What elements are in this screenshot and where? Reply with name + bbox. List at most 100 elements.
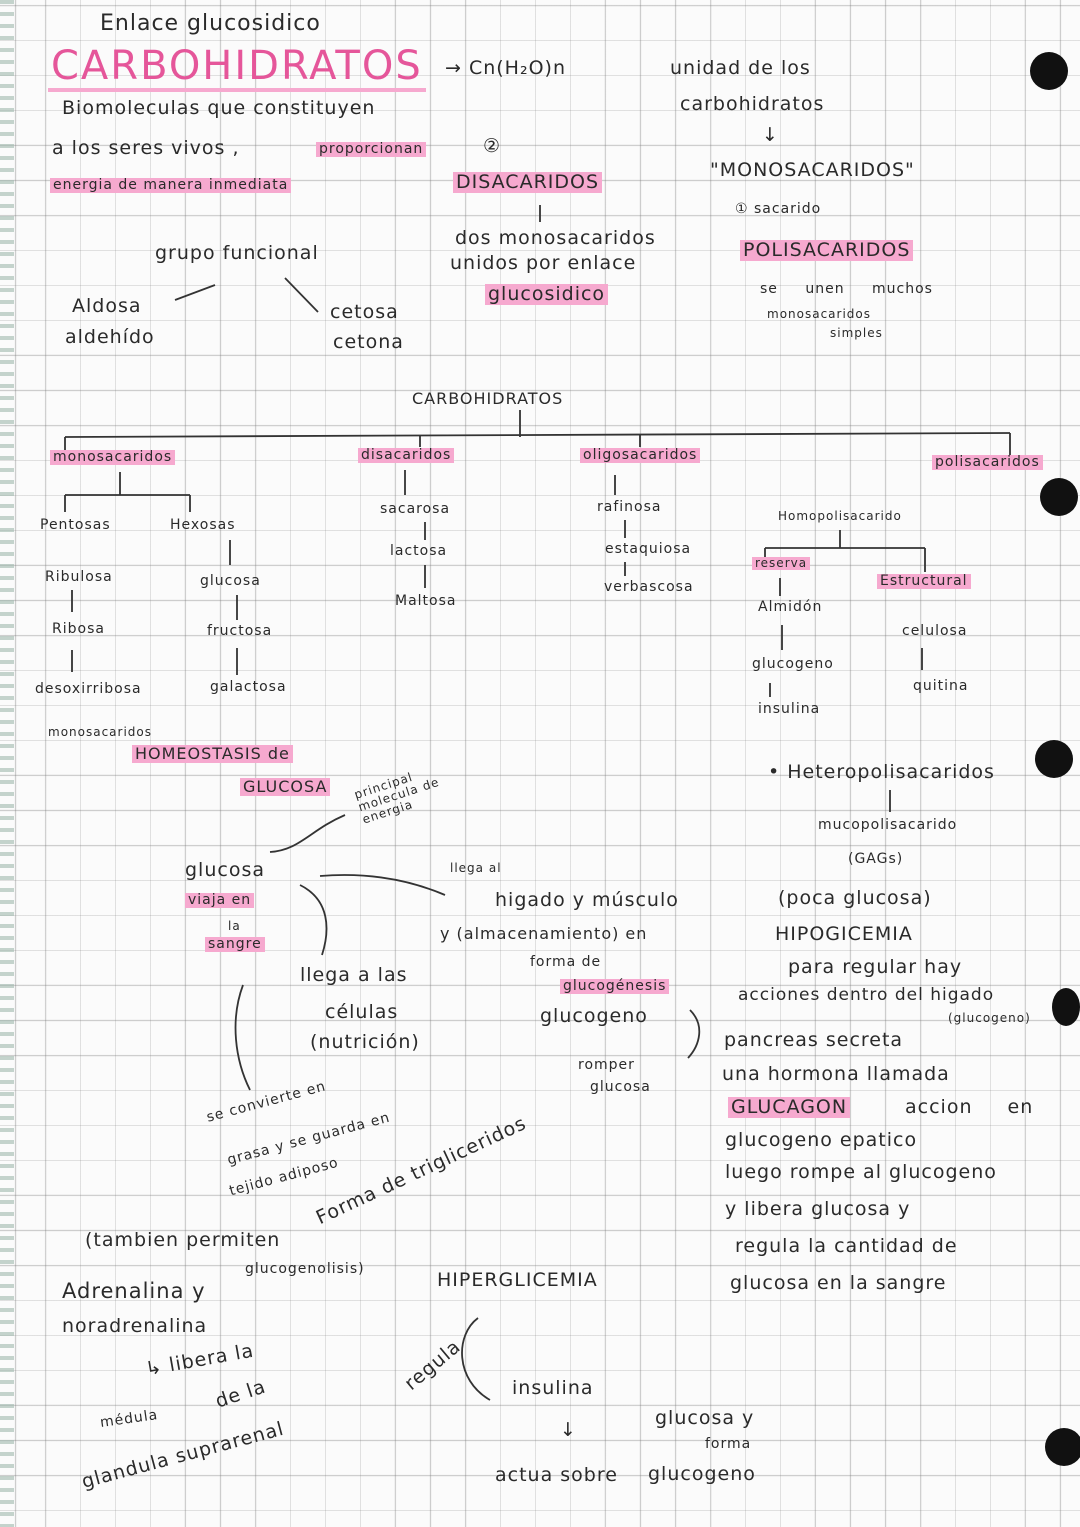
note-line: forma	[705, 1436, 752, 1452]
tree-node: glucosa	[200, 573, 261, 589]
page-title: CARBOHIDRATOS	[48, 44, 426, 92]
note-line: mucopolisacarido	[818, 817, 958, 833]
note-line: insulina	[512, 1377, 594, 1399]
note-line: (glucogeno)	[948, 1011, 1031, 1025]
note-aldosa: Aldosa	[72, 295, 142, 317]
note-line: unidad de los	[670, 57, 811, 79]
note-line: simples	[830, 326, 883, 340]
note-line: carbohidratos	[680, 93, 825, 115]
heading-enlace: Enlace glucosidico	[100, 11, 321, 36]
heading-polisacaridos: POLISACARIDOS	[740, 240, 914, 261]
note-line: regula la cantidad de	[735, 1235, 958, 1257]
note-line: se unen muchos	[760, 281, 933, 297]
note-line: dos monosacaridos	[455, 227, 656, 249]
tree-node-oligosacaridos: oligosacaridos	[580, 447, 701, 464]
note-line: llega a las	[300, 964, 408, 986]
highlight-sangre: sangre	[205, 936, 265, 953]
note-cetosa: cetosa	[330, 301, 399, 323]
highlight-proporcionan: proporcionan	[316, 141, 427, 158]
note-line: y (almacenamiento) en	[440, 924, 648, 943]
tree-node: verbascosa	[604, 579, 694, 595]
note-line: para regular hay	[788, 956, 963, 978]
arrow-down-icon: ↓	[560, 1419, 577, 1441]
note-line: luego rompe al glucogeno	[725, 1161, 997, 1183]
binder-hole	[1035, 740, 1073, 778]
note-aldehido: aldehído	[65, 326, 155, 348]
note-line: una hormona llamada	[722, 1063, 950, 1085]
note-line: pancreas secreta	[724, 1029, 904, 1051]
definition-line: a los seres vivos ,	[52, 137, 240, 159]
tree-node: lactosa	[390, 543, 448, 559]
note-line: (GAGs)	[848, 851, 904, 867]
note-line: llega al	[450, 861, 502, 875]
note-line: y libera glucosa y	[725, 1198, 911, 1220]
note-line: glucosa	[185, 859, 265, 881]
note-line: glucogeno	[540, 1005, 648, 1027]
tree-node: Hexosas	[170, 517, 236, 533]
highlight-glucogenesis: glucogénesis	[560, 978, 670, 995]
tree-node: monosacaridos	[48, 725, 153, 739]
tree-node: galactosa	[210, 679, 287, 695]
tree-node: desoxirribosa	[35, 681, 142, 697]
heading-monosacaridos: "MONOSACARIDOS"	[710, 159, 915, 181]
tree-node: Ribosa	[52, 621, 105, 637]
tree-node: celulosa	[902, 623, 968, 639]
heading-glucosa: GLUCOSA	[240, 778, 331, 796]
tree-node: Pentosas	[40, 517, 111, 533]
note-line: glucosa y	[655, 1407, 755, 1429]
note-line: (tambien permiten	[85, 1229, 281, 1251]
note-line: glucosa	[590, 1079, 651, 1095]
note-line: glucogeno	[648, 1463, 756, 1485]
tree-node-monosacaridos: monosacaridos	[50, 449, 176, 466]
tree-node: sacarosa	[380, 501, 451, 517]
tree-node-reserva: reserva	[752, 556, 811, 571]
tree-node-disacaridos: disacaridos	[358, 447, 455, 464]
note-line: • Heteropolisacaridos	[768, 761, 995, 783]
tree-node: Ribulosa	[45, 569, 113, 585]
note-line: ① sacarido	[735, 201, 822, 217]
highlight-glucosidico: glucosidico	[485, 284, 609, 305]
note-line: romper	[578, 1057, 635, 1073]
note-line: (poca glucosa)	[778, 887, 932, 909]
definition-line: Biomoleculas que constituyen	[62, 97, 376, 119]
binder-hole	[1045, 1428, 1080, 1466]
tree-node: rafinosa	[597, 499, 662, 515]
heading-hiperglicemia: HIPERGLICEMIA	[437, 1269, 598, 1291]
note-line: higado y músculo	[495, 889, 679, 911]
note-line: (nutrición)	[310, 1031, 420, 1053]
highlight-glucagon: GLUCAGON	[728, 1097, 851, 1118]
note-line: glucogenolisis)	[245, 1261, 365, 1277]
tree-node: estaquiosa	[605, 541, 692, 557]
note-line: actua sobre	[495, 1464, 618, 1486]
number-two: ②	[483, 135, 502, 157]
arrow-down-icon: ↓	[762, 124, 779, 146]
tree-node: insulina	[758, 701, 821, 717]
tree-node: Almidón	[758, 599, 823, 615]
tree-node: fructosa	[207, 623, 273, 639]
binder-hole	[1030, 52, 1068, 90]
note-line: accion en	[905, 1096, 1034, 1118]
spiral-edge	[0, 0, 14, 1527]
note-cetona: cetona	[333, 331, 404, 353]
note-line: glucogeno epatico	[725, 1129, 918, 1151]
note-line: monosacaridos	[767, 307, 872, 321]
note-adrenalina: Adrenalina y	[62, 1279, 206, 1303]
highlight-energia: energia de manera inmediata	[50, 177, 292, 194]
tree-root: CARBOHIDRATOS	[412, 389, 564, 408]
note-line: células	[325, 1001, 399, 1023]
note-line: glucosa en la sangre	[730, 1272, 947, 1294]
highlight-viaja: viaja en	[185, 892, 255, 909]
tree-node: quitina	[913, 678, 969, 694]
tree-node-estructural: Estructural	[877, 573, 971, 590]
heading-homeostasis: HOMEOSTASIS de	[132, 745, 293, 763]
tree-node: Maltosa	[395, 593, 457, 609]
note-line: la	[228, 919, 241, 933]
tree-node-polisacaridos: polisacaridos	[932, 454, 1043, 471]
binder-hole	[1040, 478, 1078, 516]
note-line: unidos por enlace	[450, 252, 637, 274]
heading-hipoglicemia: HIPOGICEMIA	[775, 923, 913, 945]
note-line: forma de	[530, 954, 602, 970]
tree-node: Homopolisacarido	[778, 509, 902, 523]
binder-hole	[1052, 988, 1080, 1026]
